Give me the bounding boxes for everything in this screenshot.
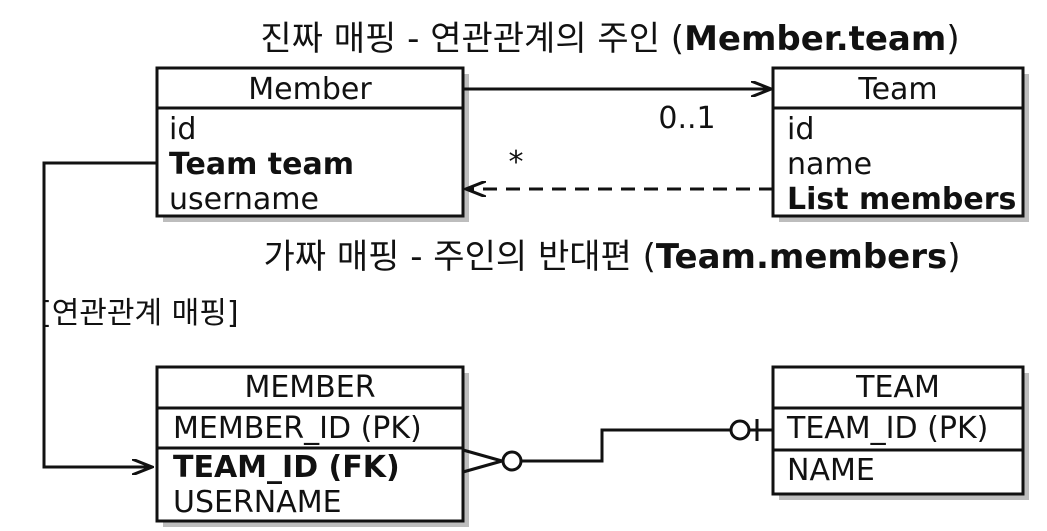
team-table-name: TEAM: [855, 370, 940, 405]
team-table-name-column: NAME: [787, 453, 875, 488]
member-table-fk: TEAM_ID (FK): [173, 450, 400, 485]
team-entity: Team id name List members: [771, 66, 1029, 222]
multiplicity-to-member: *: [509, 145, 524, 180]
team-field-id: id: [787, 112, 814, 147]
member-entity-name: Member: [248, 72, 372, 107]
team-entity-name: Team: [857, 72, 937, 107]
team-field-name: name: [787, 147, 872, 182]
real-mapping-title: 진짜 매핑 - 연관관계의 주인 (Member.team): [260, 19, 959, 59]
member-field-team: Team team: [169, 147, 354, 182]
member-entity: Member id Team team username: [155, 66, 469, 222]
member-table-name: MEMBER: [244, 370, 375, 405]
member-field-username: username: [169, 182, 319, 217]
member-field-id: id: [169, 112, 196, 147]
member-table: MEMBER MEMBER_ID (PK) TEAM_ID (FK) USERN…: [155, 365, 469, 527]
team-field-members: List members: [787, 182, 1016, 217]
member-table-pk: MEMBER_ID (PK): [173, 411, 422, 446]
member-side-optional-circle: [501, 450, 523, 472]
fake-mapping-title: 가짜 매핑 - 주인의 반대편 (Team.members): [264, 237, 961, 277]
association-mapping-label: [연관관계 매핑]: [40, 296, 239, 331]
mapping-connector: [42, 161, 157, 467]
team-table: TEAM TEAM_ID (PK) NAME: [771, 365, 1029, 500]
team-side-optional-circle: [729, 419, 751, 441]
member-table-username: USERNAME: [173, 485, 342, 520]
multiplicity-to-team: 0..1: [658, 101, 715, 136]
erd-relationship: [462, 419, 773, 474]
team-table-pk: TEAM_ID (PK): [786, 411, 988, 446]
